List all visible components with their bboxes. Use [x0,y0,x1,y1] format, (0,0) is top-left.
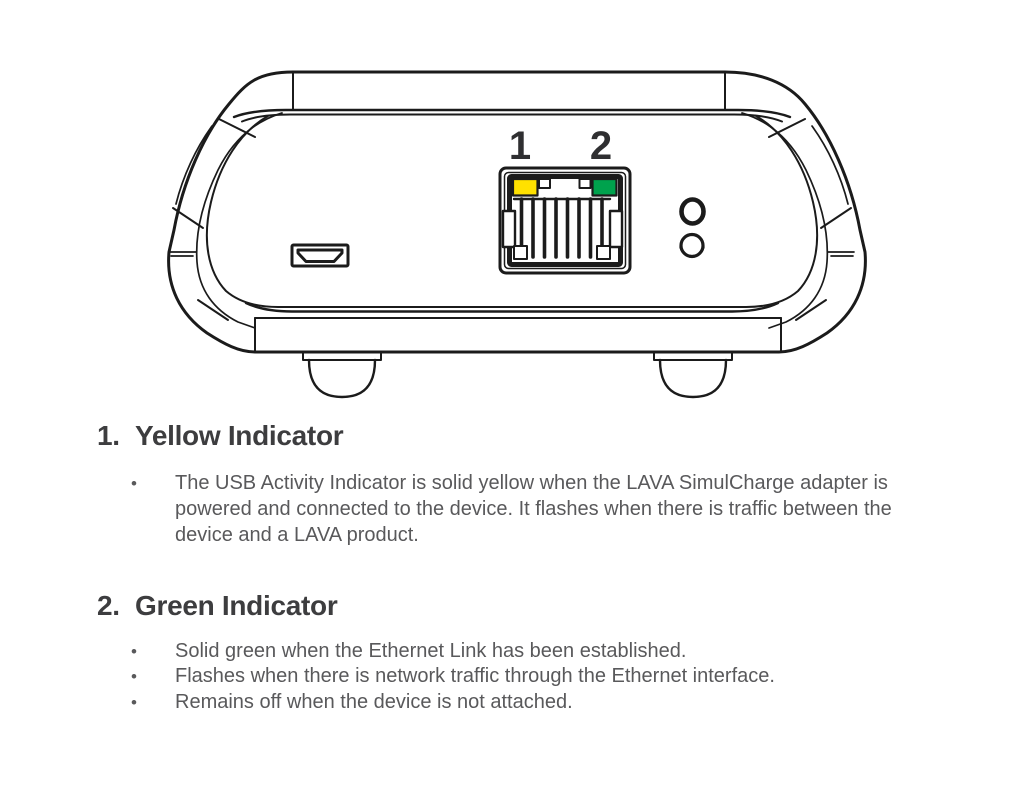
section-2-heading: 2. Green Indicator [97,590,338,622]
ethernet-jack-pin-block [513,245,528,260]
section-1-title: Yellow Indicator [135,420,344,451]
bumper-seam [172,207,204,229]
round-recess-shadow [679,245,705,258]
bullet-line: powered and connected to the device. It … [175,497,892,520]
list-item: • The USB Activity Indicator is solid ye… [131,471,892,497]
callout-label-1: 1 [509,124,531,168]
jack-top-tab [578,178,592,189]
device-foot-left [302,351,382,399]
bullet-marker: • [131,642,137,661]
list-item: powered and connected to the device. It … [131,497,892,523]
device-foot-right [653,351,733,399]
top-seam-line [241,113,783,123]
bullet-line: The USB Activity Indicator is solid yell… [175,472,888,494]
side-tick-left [169,251,197,257]
section-1-heading: 1. Yellow Indicator [97,420,344,452]
bumper-segment-right [811,125,849,205]
section-2-bullets: • Solid green when the Ethernet Link has… [131,639,775,715]
yellow-led [511,177,539,197]
bullet-marker-spacer [131,523,175,549]
section-1-bullets: • The USB Activity Indicator is solid ye… [131,471,892,548]
face-bottom-seam [244,301,780,313]
ethernet-jack-latch-right [608,209,624,249]
ethernet-jack-latch-left [501,209,517,249]
list-item: • Remains off when the device is not att… [131,690,775,715]
section-2-number: 2. [97,590,120,621]
bumper-seam [197,299,229,321]
jack-top-tab [538,178,551,189]
section-2-title: Green Indicator [135,590,338,621]
list-item: • Solid green when the Ethernet Link has… [131,639,775,664]
bullet-line: device and a LAVA product. [175,523,419,546]
bullet-marker: • [131,474,137,493]
side-tick-right [827,251,855,257]
bullet-marker-spacer [131,497,175,523]
list-item: device and a LAVA product. [131,523,892,549]
green-led [591,177,618,197]
top-seam-line [232,108,792,119]
adapter-front-view-illustration: 1 2 [167,70,867,399]
callout-label-2: 2 [590,124,612,168]
bumper-seam [820,207,852,229]
ethernet-jack-pin-block [596,245,611,260]
bullet-line: Solid green when the Ethernet Link has b… [175,640,687,662]
device-face-outline [205,115,819,308]
bumper-seam [795,299,827,321]
bullet-line: Remains off when the device is not attac… [175,690,573,713]
ethernet-jack [498,166,632,275]
bullet-marker: • [131,667,137,687]
micro-usb-port [290,243,350,268]
bumper-seam [768,118,806,138]
section-1-number: 1. [97,420,120,451]
round-button [679,197,706,226]
bumper-seam [218,118,256,138]
ethernet-jack-pins [512,197,612,259]
bumper-segment-left [175,125,213,205]
bullet-marker: • [131,692,137,712]
list-item: • Flashes when there is network traffic … [131,664,775,689]
bullet-line: Flashes when there is network traffic th… [175,665,775,688]
